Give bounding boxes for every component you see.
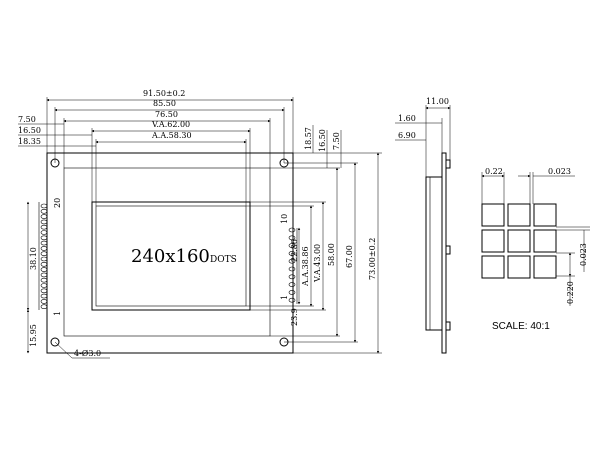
dim-viewing-area-height: V.A.43.00 [313,244,322,283]
side-view: 11.00 1.60 6.90 [395,97,451,354]
dim-active-area-height: A.A.38.86 [301,246,310,287]
connector-pin [40,267,48,272]
connector-pin [40,203,48,209]
left-pin-top-label: 20 [53,198,62,208]
connector-pin [40,293,48,299]
dim-side-pcb-thickness: 1.60 [398,114,416,123]
pixel-detail: 0.22 0.023 0.023 0.220 SCALE: 40:1 [481,167,590,332]
bezel-outline [63,167,271,337]
pixel-cell [507,255,531,279]
connector-pin [40,235,48,241]
connector-pin [40,209,48,214]
connector-pin [40,240,48,246]
connector-pin [40,299,48,304]
connector-pin [288,227,296,233]
dim-offset-viewing-area: 16.50 [18,126,41,135]
left-pin-bottom-label: 1 [53,311,62,316]
left-vertical-dimensions: 38.10 15.95 [26,201,38,354]
dim-right-offset-1: 18.57 [304,127,313,150]
pixel-grid [481,203,557,279]
mount-hole-bottom-left [50,337,60,347]
connector-pin [40,224,48,230]
dim-offset-active-area: 18.35 [18,137,41,146]
pixel-cell [533,255,557,279]
connector-pin [40,304,48,310]
dim-right-offset-3: 7.50 [332,132,341,150]
active-area [95,205,247,307]
display-unit: DOTS [210,255,237,265]
hole-callout: 4-Ø3.0 [74,349,101,358]
connector-pin [40,261,48,267]
right-connector-pins [288,227,296,303]
connector-pin [40,214,48,219]
connector-pin [40,272,48,278]
dim-offset-bezel: 7.50 [18,115,36,124]
connector-pin [288,297,296,303]
dim-viewing-area-width: V.A.62.00 [151,120,190,129]
left-offset-dimensions: 7.50 16.50 18.35 [18,115,96,147]
connector-pin [288,266,296,272]
left-connector-pins [40,203,48,310]
pixel-cell [481,255,505,279]
connector-pin [288,243,296,248]
side-panel [425,176,443,331]
dim-bezel-height: 58.00 [327,243,336,266]
top-dimensions: 91.50±0.2 85.50 76.50 V.A.62.00 A.A.58.3… [46,89,294,206]
pixel-cell [481,229,505,253]
dim-bezel-width: 76.50 [155,110,178,119]
dim-hole-pitch: 85.50 [153,99,176,108]
side-pcb [441,152,447,354]
front-view: 240x160 DOTS 20 1 10 1 91.50±0.2 85.50 7… [18,89,382,359]
dim-left-connector-length: 38.10 [29,247,38,270]
scale-label: SCALE: 40:1 [492,321,550,332]
right-pin-bottom-label: 1 [280,295,289,300]
right-pin-top-label: 10 [280,214,289,224]
connector-pin [40,219,48,225]
pixel-cell [533,229,557,253]
connector-pin [40,283,48,288]
dim-left-bottom-offset: 15.95 [29,324,38,347]
connector-pin [288,274,296,280]
dim-side-panel-depth: 6.90 [398,131,416,140]
dim-side-thickness: 11.00 [426,97,449,106]
dim-right-bottom-offset: 23.9 [290,308,299,326]
connector-pin [288,235,296,241]
connector-pin [288,251,296,256]
dim-overall-width: 91.50±0.2 [143,89,185,98]
connector-pin [288,258,296,264]
connector-pin [40,277,48,283]
dim-right-connector-length: 22.86 [290,239,299,262]
pixel-cell [507,229,531,253]
connector-pin [288,290,296,295]
dim-pixel-height: 0.220 [566,281,575,304]
dim-right-offset-2: 16.50 [318,129,327,152]
right-vertical-dimensions: 73.00±0.2 67.00 58.00 V.A.43.00 A.A.38.8… [246,125,382,354]
connector-pin [40,246,48,251]
connector-pin [288,282,296,287]
dim-active-area-width: A.A.58.30 [151,131,192,140]
display-label: 240x160 [131,246,210,267]
pixel-cell [507,203,531,227]
dim-overall-height: 73.00±0.2 [368,238,377,280]
hole-callout-leader [54,341,73,359]
connector-pin [40,288,48,294]
viewing-area [91,201,251,311]
connector-pin [40,256,48,262]
connector-pin [40,251,48,256]
pixel-cell [533,203,557,227]
dim-hole-pitch-vertical: 67.00 [345,245,354,268]
dim-pixel-gap-horizontal: 0.023 [548,167,571,176]
dim-pixel-width: 0.22 [485,167,503,176]
pixel-cell [481,203,505,227]
dim-pixel-gap-vertical: 0.023 [579,243,588,266]
connector-pin [40,230,48,235]
